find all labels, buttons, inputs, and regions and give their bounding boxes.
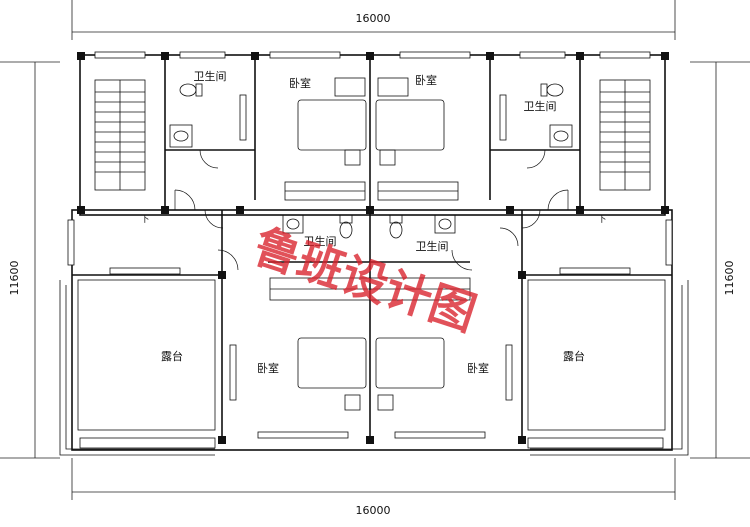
door-swings [174,149,569,271]
label-terrace-right: 露台 [563,349,585,363]
terrace-railings [59,279,689,456]
staircase-left [94,79,146,191]
dimension-right: 11600 [723,261,736,296]
label-bathroom-mid-left: 卫生间 [304,234,337,248]
label-bedroom-top-right: 卧室 [415,73,437,87]
beds [297,77,445,411]
label-terrace-left: 露台 [161,349,183,363]
label-bathroom-top-left: 卫生间 [194,69,227,83]
dimension-left: 11600 [8,261,21,296]
wardrobes [269,181,471,301]
dimension-top: 16000 [356,12,391,25]
bathroom-fixtures [169,83,573,239]
dimension-lines [0,0,750,500]
structural-columns [77,52,669,444]
label-bathroom-top-right: 卫生间 [524,99,557,113]
label-bedroom-bottom-right: 卧室 [467,361,489,375]
label-bathroom-mid-right: 卫生间 [416,239,449,253]
label-bedroom-top-left: 卧室 [289,76,311,90]
stair-down-mark-right: 下 [597,215,606,225]
watermark: 鲁班设计图 [247,219,482,341]
stair-down-mark-left: 下 [140,215,149,225]
dimension-bottom: 16000 [356,504,391,517]
staircase-right [599,79,651,191]
label-bedroom-bottom-left: 卧室 [257,361,279,375]
walls [71,54,673,451]
windows [67,51,673,439]
